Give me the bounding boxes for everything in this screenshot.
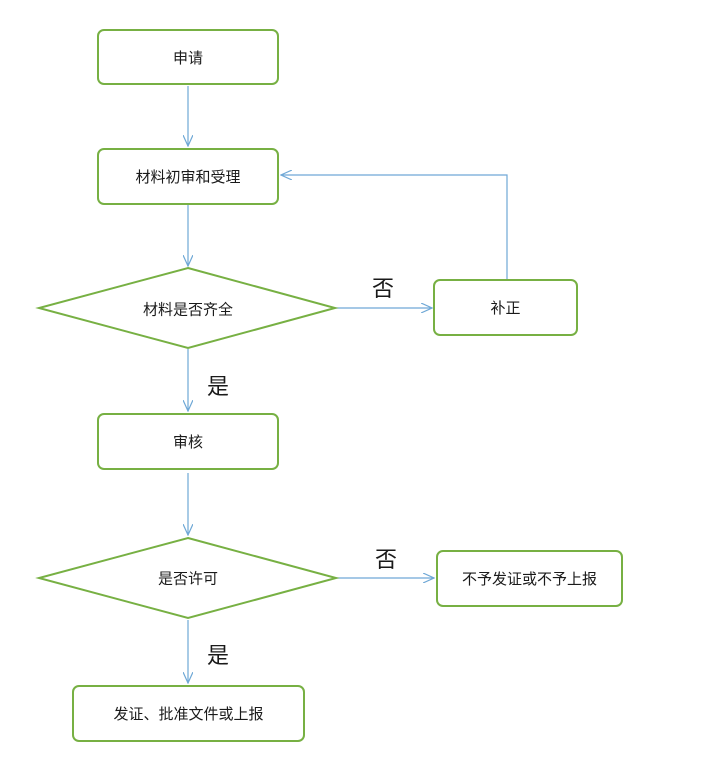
edge-supplement-back-to-review xyxy=(281,175,508,279)
edge-label-yes-1: 是 xyxy=(207,375,230,400)
edge-label-no-1: 否 xyxy=(372,277,395,302)
node-supplement-label: 补正 xyxy=(490,299,521,317)
node-approve-label: 发证、批准文件或上报 xyxy=(113,705,264,723)
node-approve: 发证、批准文件或上报 xyxy=(72,685,305,742)
node-reject: 不予发证或不予上报 xyxy=(436,550,623,607)
node-review-label: 审核 xyxy=(172,433,203,451)
edge-label-no-2: 否 xyxy=(375,548,398,573)
decision-permit xyxy=(35,536,340,620)
node-initial-review-label: 材料初审和受理 xyxy=(135,168,241,186)
node-initial-review: 材料初审和受理 xyxy=(97,148,279,205)
node-apply-label: 申请 xyxy=(172,48,203,67)
node-review: 审核 xyxy=(97,413,279,470)
node-apply: 申请 xyxy=(97,29,279,85)
decision-materials-complete-label: 材料是否齐全 xyxy=(142,300,234,319)
node-supplement: 补正 xyxy=(433,279,578,336)
decision-materials-complete xyxy=(35,266,339,350)
edge-label-yes-2: 是 xyxy=(207,644,230,669)
node-reject-label: 不予发证或不予上报 xyxy=(461,570,597,588)
decision-permit-label: 是否许可 xyxy=(157,569,219,588)
